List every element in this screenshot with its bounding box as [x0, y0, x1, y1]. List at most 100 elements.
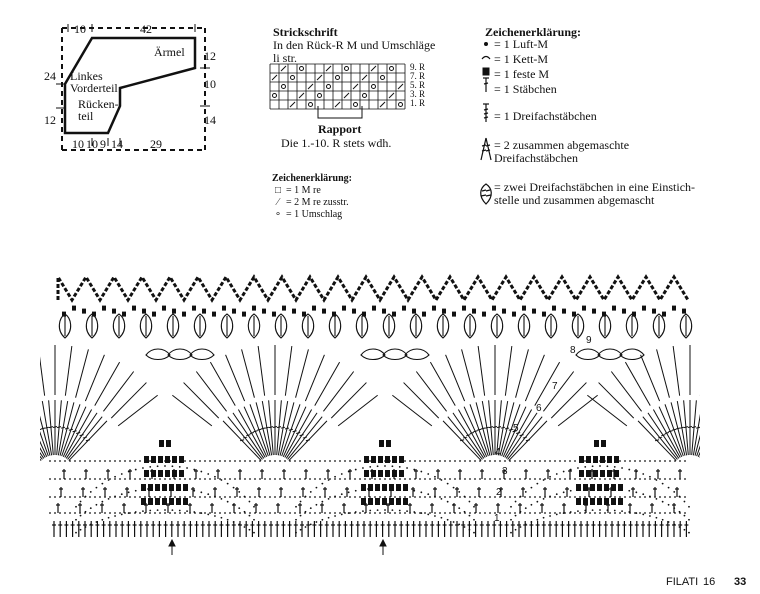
single-crochet-mark — [600, 456, 605, 463]
chain-dot — [562, 470, 565, 473]
chain-dot — [95, 503, 98, 506]
chain-dot — [584, 512, 586, 514]
stitch-bar — [239, 439, 245, 442]
chain-dot — [530, 503, 533, 506]
chain-dot — [424, 478, 426, 480]
chain-dot — [193, 468, 196, 471]
chain-dot — [444, 460, 446, 462]
leaf-motif — [382, 313, 396, 339]
single-crochet-mark — [572, 311, 576, 317]
chain-dot — [542, 497, 545, 500]
chain-dot — [413, 511, 416, 513]
chain-dot — [344, 496, 346, 498]
chain-dot — [609, 460, 611, 462]
chain-dot — [599, 487, 601, 489]
chain-dot — [334, 515, 336, 517]
chain-dot — [299, 528, 302, 531]
chain-dot — [219, 460, 221, 462]
chain-dot — [510, 505, 512, 508]
chain-dot — [559, 478, 561, 480]
long-stitch-mark — [656, 349, 670, 398]
decrease-mark — [379, 101, 386, 108]
measure-top-2: 42 — [140, 22, 152, 36]
chain-dot — [594, 512, 596, 514]
chain-dot — [269, 512, 271, 514]
long-stitch-mark — [550, 382, 587, 419]
chain-dot — [639, 478, 641, 480]
slash-icon: ⁄ — [277, 197, 279, 208]
chain-dot — [514, 478, 516, 480]
chain-dot — [114, 478, 116, 480]
chain-dot — [319, 478, 321, 480]
stitch-bar — [525, 439, 531, 442]
chain-dot — [344, 478, 346, 480]
single-crochet-mark — [614, 470, 619, 477]
long-stitch-mark — [40, 356, 46, 396]
chain-dot — [364, 460, 366, 462]
chain-dot — [364, 512, 366, 514]
chain-dot — [389, 512, 391, 514]
chain-dot — [519, 478, 521, 480]
single-crochet-mark — [72, 305, 76, 311]
single-crochet-mark — [122, 311, 126, 317]
chain-dot — [409, 460, 411, 462]
single-crochet-mark — [371, 456, 376, 463]
stitch-bar — [512, 430, 517, 433]
chain-dot — [359, 460, 361, 462]
chain-dot — [439, 478, 441, 480]
chain-dot — [114, 512, 116, 514]
single-crochet-mark — [232, 308, 236, 314]
label-back-1: Rücken- — [78, 97, 119, 111]
stitch-bar — [64, 427, 70, 430]
chain-dot — [204, 512, 206, 514]
chain-dot — [509, 512, 511, 514]
chain-dot — [69, 512, 71, 514]
single-crochet-mark — [385, 456, 390, 463]
leaf-motif — [575, 348, 601, 361]
chain-dot — [614, 460, 616, 462]
chain-dot — [384, 465, 386, 467]
chain-dot — [409, 478, 411, 480]
leaf-motif — [360, 348, 386, 361]
single-crochet-mark — [432, 305, 436, 311]
chain-dot — [309, 491, 312, 493]
chain-dot — [171, 509, 174, 512]
chain-dot — [127, 512, 130, 514]
single-crochet-mark — [102, 305, 106, 311]
stitch-bar — [76, 432, 81, 435]
chain-dot — [606, 465, 609, 468]
chain-dot — [104, 512, 106, 514]
leaf-motif — [490, 313, 504, 339]
chain-dot — [559, 460, 561, 462]
single-crochet-mark — [382, 308, 386, 314]
chain-dot — [179, 512, 181, 514]
single-crochet-mark — [112, 308, 116, 314]
chain-dot — [624, 512, 626, 514]
chain-dot — [214, 478, 216, 480]
chain-dot — [59, 496, 61, 498]
chain-dot — [684, 460, 686, 462]
stitch-bar — [473, 430, 478, 433]
chain-dot — [232, 486, 235, 489]
chain-dot — [594, 496, 596, 498]
chain-dot — [304, 510, 307, 513]
chain-dot — [549, 460, 551, 462]
single-crochet-mark — [379, 440, 384, 447]
chain-dot — [474, 512, 476, 514]
chain-dot — [84, 495, 87, 498]
chain-dot — [555, 493, 558, 496]
chain-dot — [95, 486, 98, 489]
single-crochet-mark — [422, 311, 426, 317]
chain-dot — [661, 482, 664, 485]
measure-bottom-4: 14 — [111, 137, 123, 151]
chain-dot — [99, 460, 101, 462]
chart-row-9: 9 — [586, 335, 592, 346]
measure-top-1: 10 — [74, 22, 86, 36]
chain-dot — [220, 497, 223, 500]
chain-dot — [584, 465, 587, 468]
stitch-bar — [679, 426, 685, 429]
single-crochet-mark — [512, 311, 516, 317]
chain-dot — [399, 496, 401, 498]
chain-dot — [354, 511, 357, 513]
chain-dot — [419, 512, 421, 514]
